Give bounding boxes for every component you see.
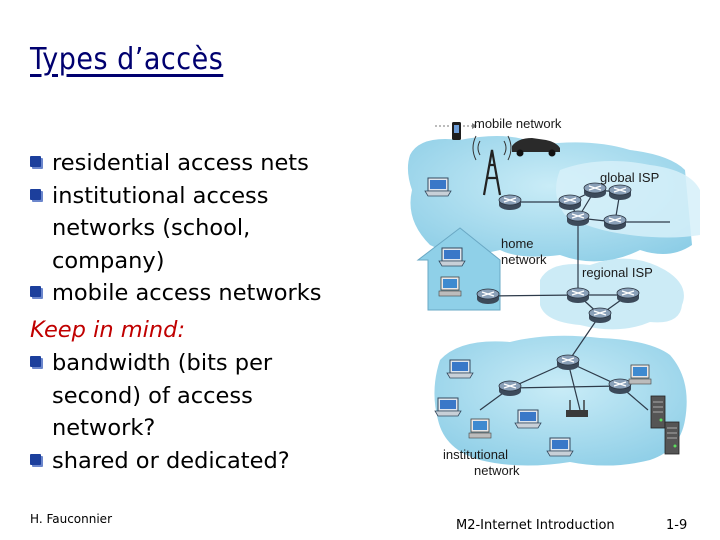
car-icon	[512, 138, 560, 157]
bullet-icon	[30, 156, 41, 167]
home-network-label: network	[501, 252, 547, 267]
bullet-item: mobile access networks	[30, 277, 370, 310]
bullet-line: network?	[52, 415, 156, 441]
laptop-icon	[514, 409, 542, 429]
institutional-network-label: institutional	[443, 447, 508, 462]
bullet-line: residential access nets	[52, 150, 309, 176]
bullet-line: networks (school,	[52, 215, 251, 241]
laptop-icon	[546, 437, 574, 457]
footer-course: M2-Internet Introduction	[456, 518, 615, 533]
laptop-icon	[438, 247, 466, 267]
wifi-router-icon	[566, 400, 588, 417]
home-network-label: home	[501, 236, 534, 251]
bullet-item: shared or dedicated?	[30, 445, 370, 478]
network-diagram: mobile network global ISP home network r…	[407, 116, 700, 478]
mobile-network-label: mobile network	[474, 116, 562, 131]
smartphone-icon	[452, 122, 461, 140]
bullet-line: mobile access networks	[52, 280, 322, 306]
slide-title: Types d’accès	[30, 42, 224, 77]
bullet-line: company)	[52, 247, 165, 274]
desktop-icon	[468, 418, 492, 439]
bullet-line: institutional access	[52, 182, 269, 209]
bullet-icon	[30, 188, 41, 200]
bullet-icon	[30, 453, 41, 465]
bullet-item: residential access nets	[30, 147, 370, 180]
server-icon	[650, 395, 666, 429]
global-isp-label: global ISP	[600, 170, 659, 185]
bullet-item: institutional access networks (school, c…	[30, 180, 370, 278]
server-icon	[664, 421, 680, 455]
desktop-icon	[628, 364, 652, 385]
footer-author: H. Fauconnier	[30, 512, 113, 526]
home-network-house	[416, 227, 501, 311]
bullet-line: second) of access	[52, 382, 253, 409]
laptop-icon	[446, 359, 474, 379]
keep-in-mind-heading: Keep in mind:	[30, 317, 186, 343]
bullet-item: bandwidth (bits per second) of access ne…	[30, 347, 370, 445]
bullet-line: bandwidth (bits per	[52, 350, 273, 376]
laptop-icon	[424, 177, 452, 197]
keep-in-mind-list: bandwidth (bits per second) of access ne…	[30, 347, 370, 477]
bullet-icon	[30, 286, 41, 297]
desktop-icon	[438, 276, 462, 297]
footer-page-number: 1-9	[666, 518, 688, 533]
laptop-icon	[434, 397, 462, 417]
regional-isp-cloud	[540, 258, 684, 330]
bullet-line: shared or dedicated?	[52, 447, 290, 474]
institutional-network-cloud	[434, 335, 687, 466]
cell-tower-icon	[472, 135, 512, 196]
regional-isp-label: regional ISP	[582, 265, 653, 280]
institutional-network-label: network	[474, 463, 520, 478]
bullet-icon	[30, 356, 41, 367]
bullet-list: residential access nets institutional ac…	[30, 147, 370, 310]
